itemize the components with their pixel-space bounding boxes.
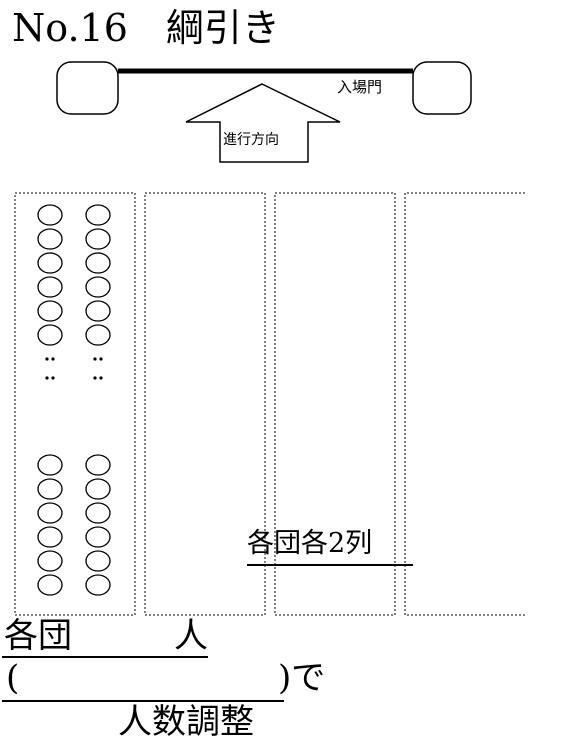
participant-circle — [85, 324, 111, 346]
participant-circle — [37, 502, 63, 524]
team-lane-2 — [144, 192, 266, 616]
participant-circle — [37, 276, 63, 298]
team-lane-1 — [14, 192, 136, 616]
participant-circle — [85, 550, 111, 572]
continuation-dot — [99, 357, 103, 361]
team-lanes — [14, 192, 525, 616]
participant-circle — [37, 550, 63, 572]
continuation-dot — [51, 376, 55, 380]
team-count-underline — [2, 656, 208, 658]
participant-circles — [37, 204, 111, 596]
team-lane-3 — [274, 192, 396, 616]
continuation-dot — [99, 376, 103, 380]
continuation-dot — [51, 357, 55, 361]
participant-circle — [37, 454, 63, 476]
participant-circle — [37, 478, 63, 500]
continuation-dot — [93, 357, 97, 361]
team-lane-4 — [404, 192, 525, 616]
participant-circle — [37, 324, 63, 346]
participant-circle — [37, 300, 63, 322]
participant-circle — [85, 252, 111, 274]
participant-circle — [85, 502, 111, 524]
blank-underline — [2, 700, 284, 702]
columns-note: 各団各2列 — [247, 528, 373, 559]
page-title: No.16 綱引き — [12, 6, 280, 50]
participant-circle — [37, 526, 63, 548]
participant-circle — [85, 276, 111, 298]
entrance-gate-label: 入場門 — [337, 78, 383, 96]
participant-circle — [85, 204, 111, 226]
participant-circle — [37, 252, 63, 274]
direction-label: 進行方向 — [223, 132, 279, 148]
participant-circle — [85, 574, 111, 596]
participant-circle — [85, 526, 111, 548]
team-count-line: 各団 人 — [4, 616, 208, 656]
participant-circle — [37, 228, 63, 250]
participant-circle — [85, 478, 111, 500]
direction-arrow — [185, 83, 341, 163]
blank-paren-close: )で — [278, 658, 326, 698]
participant-circle — [37, 204, 63, 226]
adjustment-note: 人数調整 — [118, 702, 254, 742]
columns-note-underline — [247, 564, 413, 566]
participant-circle — [37, 574, 63, 596]
continuation-dot — [45, 357, 49, 361]
participant-circle — [85, 300, 111, 322]
rope-left-pole — [56, 61, 119, 115]
continuation-dot — [93, 376, 97, 380]
participant-circle — [85, 454, 111, 476]
participant-circle — [85, 228, 111, 250]
rope-right-pole — [412, 61, 472, 115]
blank-paren-open: ( — [6, 658, 20, 698]
continuation-dot — [45, 376, 49, 380]
